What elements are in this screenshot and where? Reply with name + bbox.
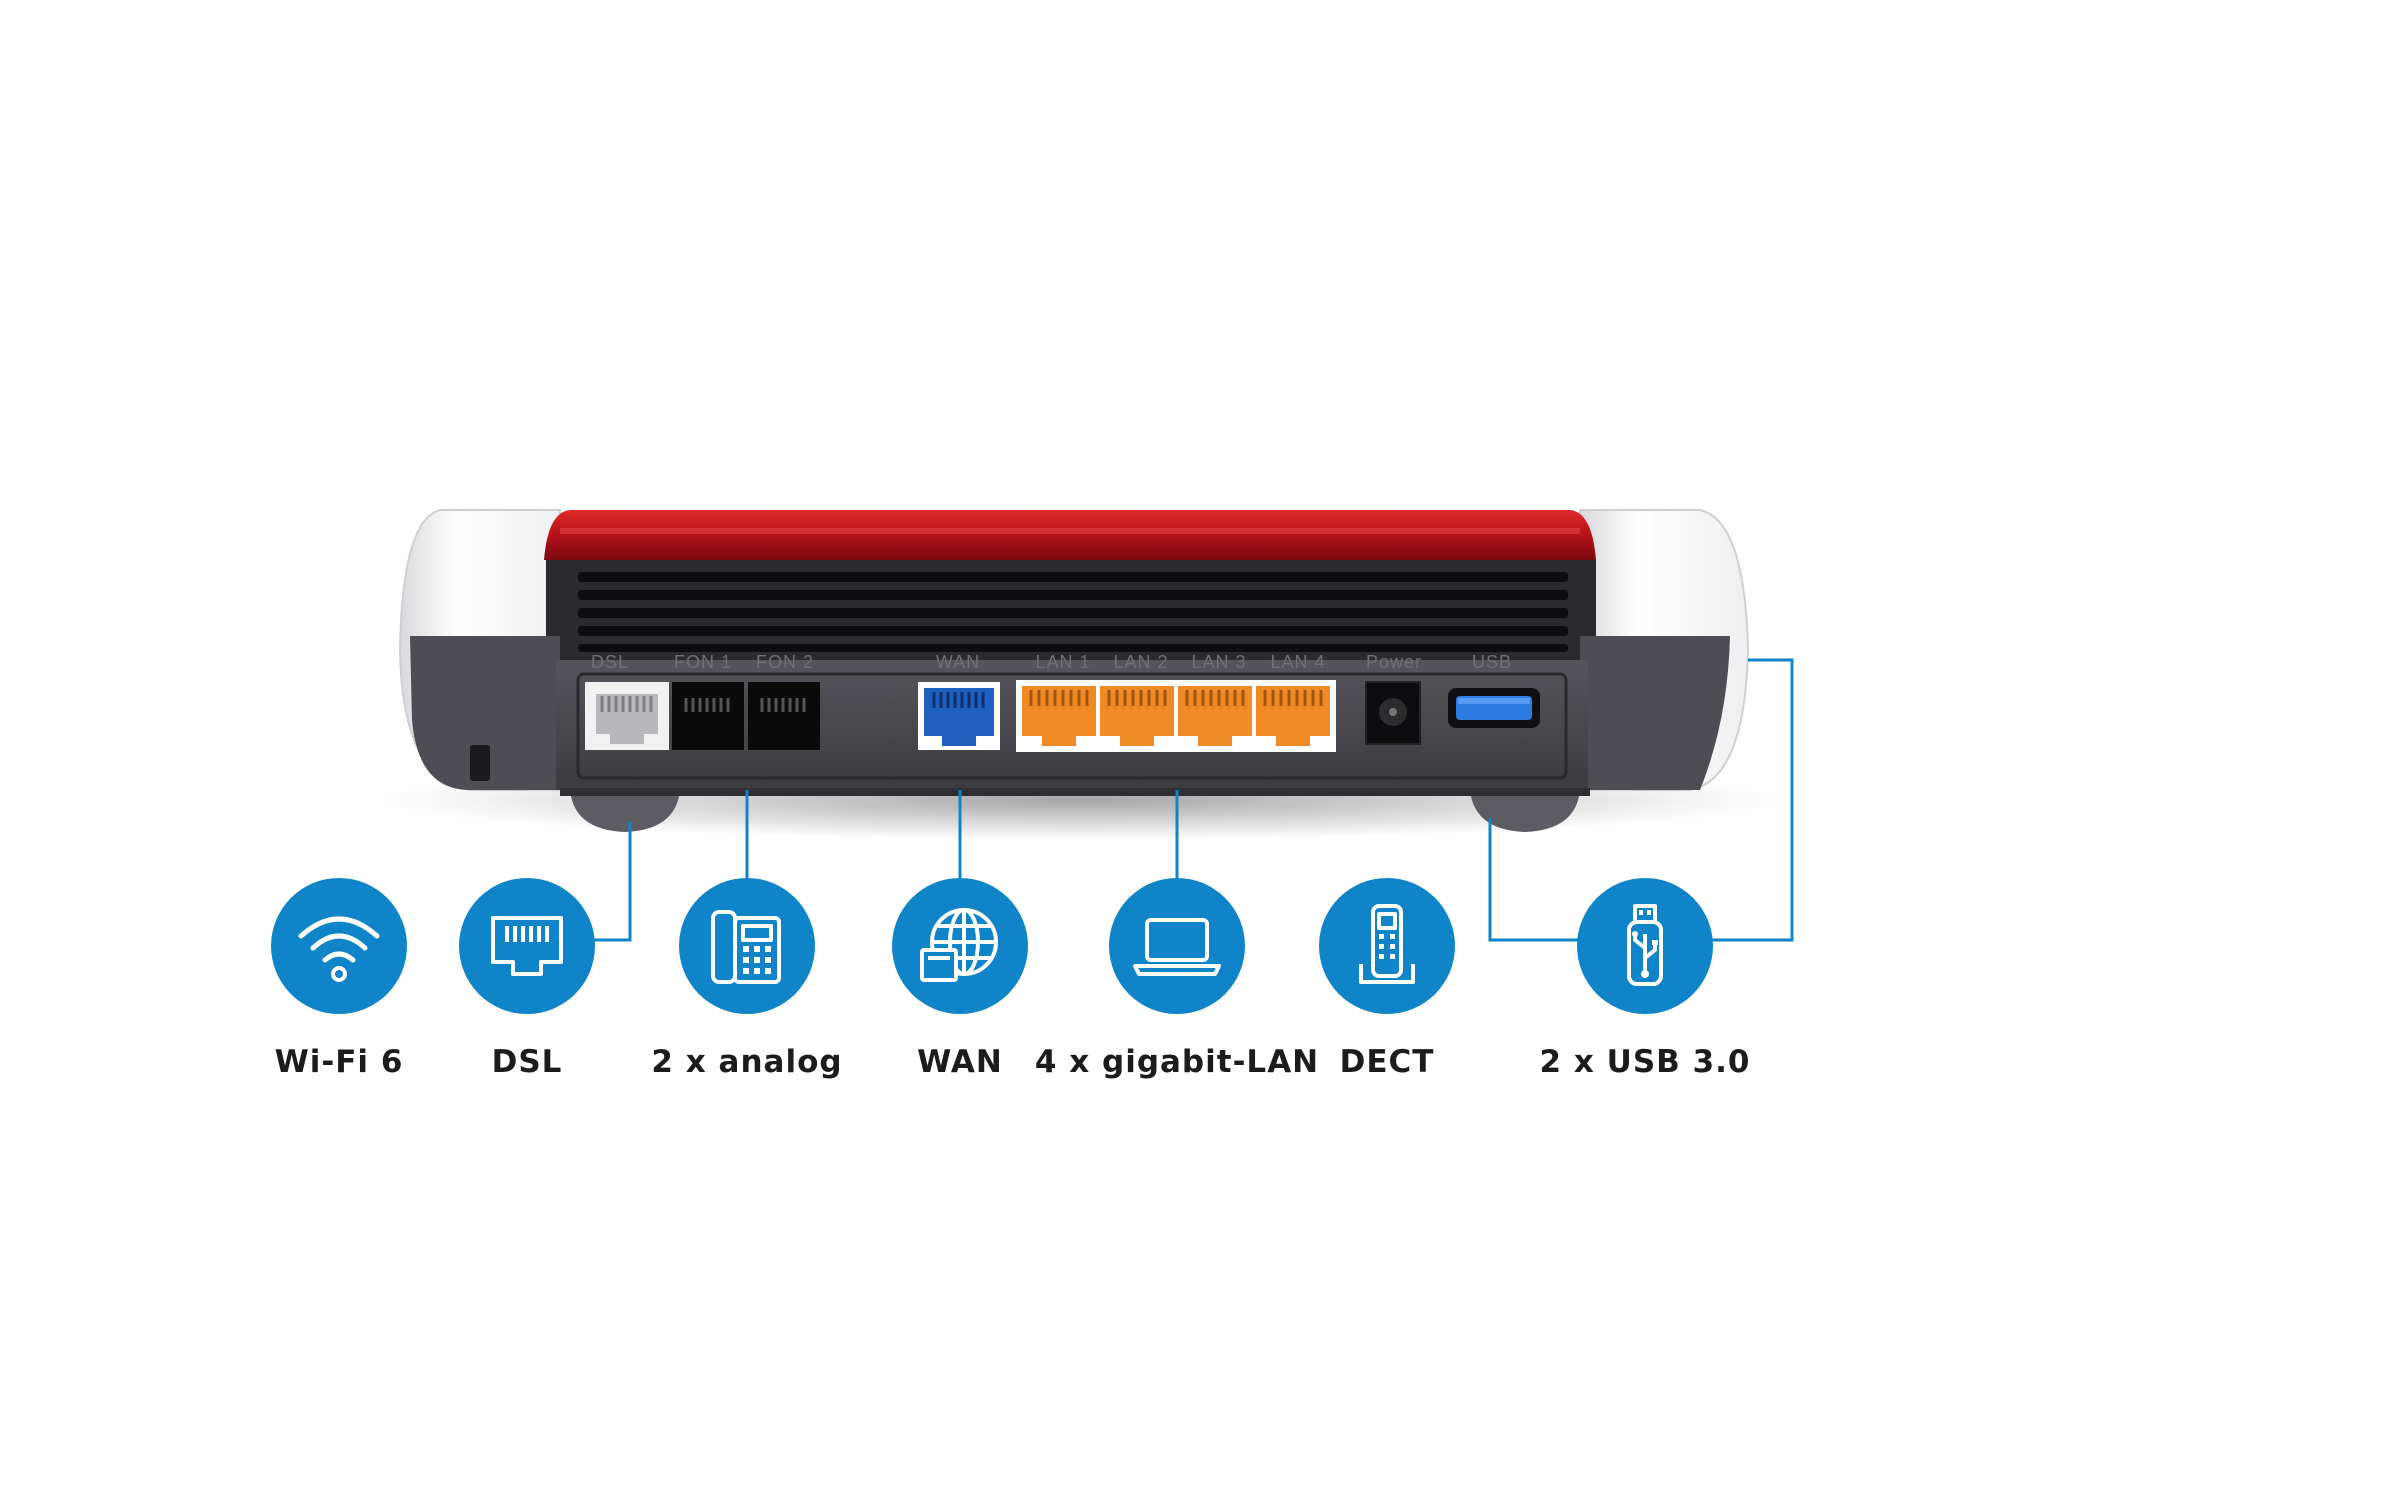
- port-label-dsl: DSL: [591, 652, 629, 672]
- fon1-port: [672, 682, 744, 750]
- feature-dsl: DSL: [377, 878, 677, 1080]
- feature-label-dect: DECT: [1339, 1044, 1435, 1080]
- feature-circle: [271, 878, 407, 1014]
- feature-circle: [679, 878, 815, 1014]
- feature-label-gigabit-lan: 4 x gigabit-LAN: [1034, 1044, 1320, 1080]
- port-label-fon2: FON 2: [756, 652, 814, 672]
- lan-port-3: [1178, 686, 1252, 746]
- power-socket: [1365, 681, 1421, 745]
- lan-port-1: [1022, 686, 1096, 746]
- router-vents: [578, 572, 1568, 652]
- feature-analog: 2 x analog: [597, 878, 897, 1080]
- port-label-power: Power: [1366, 652, 1422, 672]
- router-left-wing: [410, 636, 560, 790]
- wan-globe-icon: [920, 908, 998, 982]
- wifi-icon: [298, 916, 380, 982]
- port-label-lan3: LAN 3: [1191, 652, 1246, 672]
- feature-label-wan: WAN: [917, 1044, 1003, 1080]
- laptop-icon: [1133, 918, 1221, 976]
- feature-dect: DECT: [1237, 878, 1537, 1080]
- router-red-top: [544, 510, 1596, 560]
- feature-circle: [459, 878, 595, 1014]
- feature-label-dsl: DSL: [491, 1044, 563, 1080]
- usb-stick-icon: [1627, 904, 1663, 986]
- feature-usb: 2 x USB 3.0: [1495, 878, 1795, 1080]
- feature-label-analog: 2 x analog: [651, 1044, 843, 1080]
- dsl-port-icon: [491, 916, 563, 976]
- router-foot-left: [570, 790, 680, 832]
- feature-circle: [1577, 878, 1713, 1014]
- port-label-usb: USB: [1472, 652, 1512, 672]
- lan-port-2: [1100, 686, 1174, 746]
- port-label-lan2: LAN 2: [1113, 652, 1168, 672]
- port-label-lan4: LAN 4: [1270, 652, 1325, 672]
- feature-gigabit-lan: 4 x gigabit-LAN: [1027, 878, 1327, 1080]
- lan-port-4: [1256, 686, 1330, 746]
- port-label-fon1: FON 1: [674, 652, 732, 672]
- usb-port: [1448, 688, 1540, 728]
- feature-wan: WAN: [810, 878, 1110, 1080]
- port-label-lan1: LAN 1: [1035, 652, 1090, 672]
- router-foot-right: [1470, 790, 1580, 832]
- telephone-icon: [711, 910, 781, 984]
- fon2-port: [748, 682, 820, 750]
- feature-label-usb: 2 x USB 3.0: [1539, 1044, 1751, 1080]
- connector-leader-lines: [580, 658, 1794, 942]
- dect-handset-icon: [1359, 904, 1415, 984]
- router-right-wing: [1580, 636, 1730, 790]
- feature-circle: [1319, 878, 1455, 1014]
- feature-label-wifi6: Wi-Fi 6: [274, 1044, 404, 1080]
- wan-port: [918, 682, 1000, 750]
- dsl-port: [585, 682, 669, 750]
- port-label-wan: WAN: [936, 652, 980, 672]
- feature-circle: [1109, 878, 1245, 1014]
- feature-wifi6: Wi-Fi 6: [189, 878, 489, 1080]
- feature-circle: [892, 878, 1028, 1014]
